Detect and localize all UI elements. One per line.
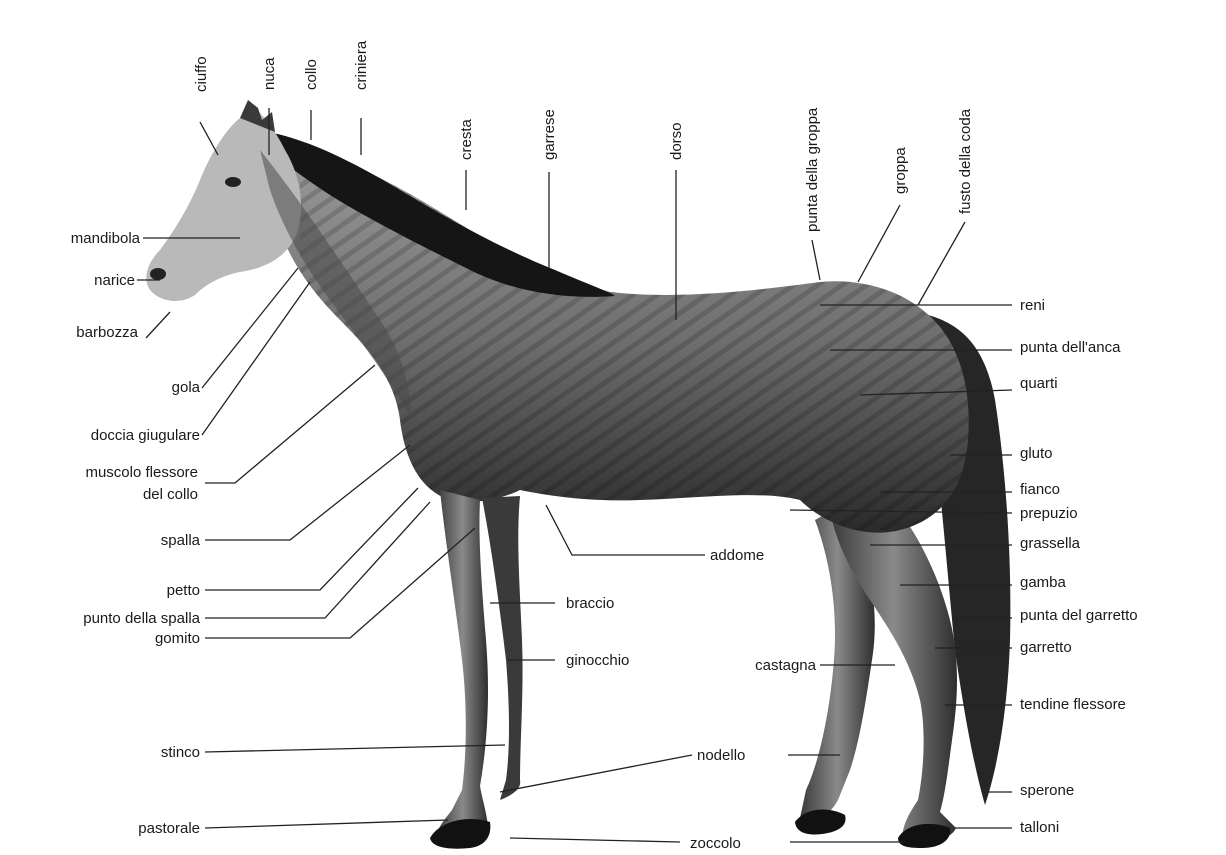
label-punto-della-spalla: punto della spalla [83, 610, 200, 627]
label-gomito: gomito [155, 630, 200, 647]
label-reni: reni [1020, 297, 1045, 314]
label-addome: addome [710, 547, 764, 564]
right-labels: reni punta dell'anca quarti gluto fianco… [1020, 297, 1138, 836]
label-zoccolo: zoccolo [690, 835, 741, 850]
left-labels: mandibola narice barbozza gola doccia gi… [71, 230, 201, 837]
label-quarti: quarti [1020, 375, 1058, 392]
front-hoof [430, 819, 490, 849]
label-fianco: fianco [1020, 481, 1060, 498]
label-braccio: braccio [566, 595, 614, 612]
label-ginocchio: ginocchio [566, 652, 629, 669]
label-pastorale: pastorale [138, 820, 200, 837]
label-stinco: stinco [161, 744, 200, 761]
horse-illustration [146, 100, 1010, 849]
label-castagna: castagna [755, 657, 817, 674]
label-spalla: spalla [161, 532, 201, 549]
label-fusto-della-coda: fusto della coda [957, 108, 974, 214]
label-grassella: grassella [1020, 535, 1081, 552]
label-gamba: gamba [1020, 574, 1067, 591]
eye [225, 177, 241, 187]
label-muscolo-flessore: muscolo flessore [85, 464, 198, 481]
label-petto: petto [167, 582, 200, 599]
label-doccia-giugulare: doccia giugulare [91, 427, 200, 444]
label-gluto: gluto [1020, 445, 1053, 462]
label-nodello: nodello [697, 747, 745, 764]
center-labels: addome braccio ginocchio castagna nodell… [566, 547, 817, 850]
label-barbozza: barbozza [76, 324, 138, 341]
far-front-leg [482, 496, 523, 800]
label-punta-del-garretto: punta del garretto [1020, 607, 1138, 624]
label-talloni: talloni [1020, 819, 1059, 836]
label-prepuzio: prepuzio [1020, 505, 1078, 522]
label-sperone: sperone [1020, 782, 1074, 799]
label-del-collo: del collo [143, 486, 198, 503]
label-narice: narice [94, 272, 135, 289]
label-garretto: garretto [1020, 639, 1072, 656]
label-criniera: criniera [353, 40, 370, 90]
label-ciuffo: ciuffo [193, 56, 210, 92]
label-dorso: dorso [668, 122, 685, 160]
label-nuca: nuca [261, 57, 278, 90]
label-punta-della-groppa: punta della groppa [804, 107, 821, 232]
label-cresta: cresta [458, 118, 475, 160]
label-groppa: groppa [892, 147, 909, 194]
label-collo: collo [303, 59, 320, 90]
label-punta-dellanca: punta dell'anca [1020, 339, 1121, 356]
label-gola: gola [172, 379, 201, 396]
label-garrese: garrese [541, 109, 558, 160]
label-mandibola: mandibola [71, 230, 141, 247]
nostril [150, 268, 166, 280]
label-tendine-flessore: tendine flessore [1020, 696, 1126, 713]
near-front-leg [437, 490, 488, 843]
